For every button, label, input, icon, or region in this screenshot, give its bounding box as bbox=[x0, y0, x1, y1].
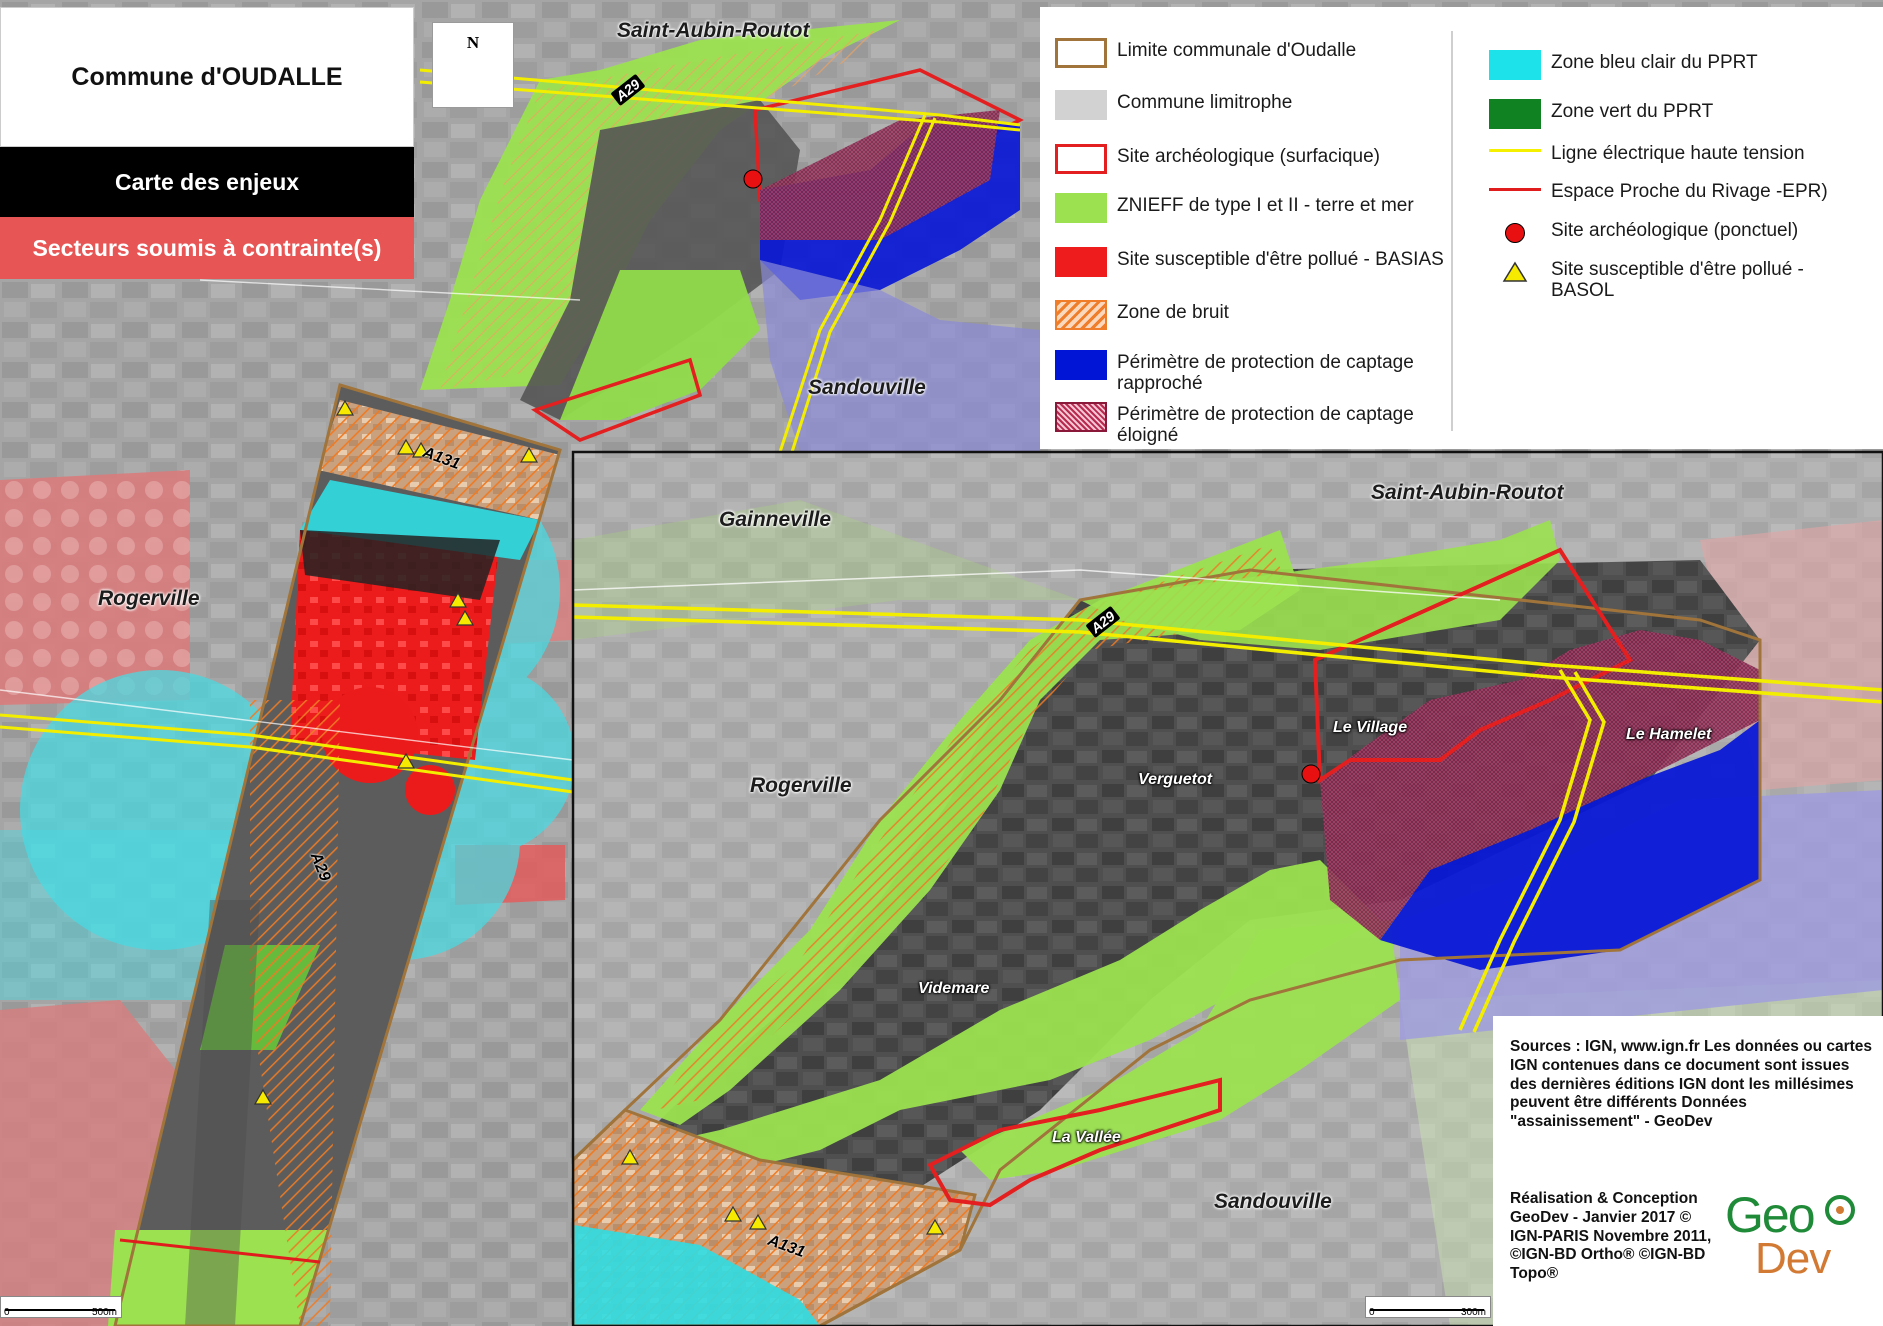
legend-swatch bbox=[1055, 402, 1107, 432]
legend-item-basias: Site susceptible d'être pollué - BASIAS bbox=[1055, 247, 1447, 277]
legend-swatch bbox=[1489, 257, 1541, 287]
scale-line bbox=[5, 1309, 115, 1311]
legend-swatch bbox=[1055, 300, 1107, 330]
legend-swatch bbox=[1489, 141, 1541, 161]
place-sandouville-inset: Sandouville bbox=[1214, 1190, 1332, 1213]
legend-swatch bbox=[1489, 179, 1541, 199]
realisation-text: Réalisation & Conception GeoDev - Janvie… bbox=[1510, 1190, 1712, 1283]
scale-bar-overview: 0 500m bbox=[0, 1296, 122, 1318]
legend-swatch bbox=[1489, 50, 1541, 80]
place-rogerville-overview: Rogerville bbox=[98, 587, 200, 610]
legend-item-pprt-vert: Zone vert du PPRT bbox=[1489, 99, 1851, 129]
subtitle-band: Secteurs soumis à contrainte(s) bbox=[0, 217, 414, 279]
legend-item-pprt-bleu: Zone bleu clair du PPRT bbox=[1489, 50, 1851, 80]
legend-swatch bbox=[1055, 90, 1107, 120]
place-gainneville: Gainneville bbox=[719, 508, 832, 531]
map-title: Carte des enjeux bbox=[114, 168, 300, 195]
legend-item-ligne-ht: Ligne électrique haute tension bbox=[1489, 141, 1851, 164]
legend-item-captage-eloigne: Périmètre de protection de captage éloig… bbox=[1055, 402, 1447, 446]
legend-swatch bbox=[1055, 193, 1107, 223]
legend-swatch bbox=[1055, 144, 1107, 174]
geodev-logo: Geo Dev bbox=[1725, 1184, 1875, 1294]
legend-item-site-archeo-surfacique: Site archéologique (surfacique) bbox=[1055, 144, 1447, 174]
warning-triangle-icon bbox=[1502, 261, 1528, 282]
archeo-point-icon bbox=[1505, 223, 1525, 243]
legend-item-archeo-ponctuel: Site archéologique (ponctuel) bbox=[1489, 218, 1851, 248]
map-subtitle: Secteurs soumis à contrainte(s) bbox=[32, 234, 382, 261]
legend-item-znieff: ZNIEFF de type I et II - terre et mer bbox=[1055, 193, 1447, 223]
hamlet-la-vallee: La Vallée bbox=[1052, 1129, 1121, 1146]
legend-swatch bbox=[1055, 350, 1107, 380]
legend-swatch bbox=[1489, 99, 1541, 129]
legend-divider bbox=[1451, 31, 1453, 431]
hamlet-le-hamelet: Le Hamelet bbox=[1626, 726, 1712, 743]
legend-item-commune-limitrophe: Commune limitrophe bbox=[1055, 90, 1447, 120]
legend-item-epr: Espace Proche du Rivage -EPR) bbox=[1489, 179, 1851, 202]
scale-bar-inset: 0 300m bbox=[1365, 1296, 1491, 1318]
title-box: Commune d'OUDALLE bbox=[0, 7, 414, 147]
hamlet-verguetot: Verguetot bbox=[1138, 771, 1213, 788]
scale-line bbox=[1370, 1309, 1484, 1311]
commune-title: Commune d'OUDALLE bbox=[71, 62, 343, 91]
legend-item-basol: Site susceptible d'être pollué - BASOL bbox=[1489, 257, 1851, 301]
logo-dev: Dev bbox=[1755, 1234, 1831, 1283]
place-rogerville-inset: Rogerville bbox=[750, 774, 852, 797]
legend: Limite communale d'Oudalle Commune limit… bbox=[1040, 7, 1883, 449]
legend-item-limite-communale: Limite communale d'Oudalle bbox=[1055, 38, 1447, 68]
north-arrow-box: N bbox=[432, 22, 514, 108]
sources-box: Sources : IGN, www.ign.fr Les données ou… bbox=[1493, 1016, 1883, 1326]
hamlet-videmare: Videmare bbox=[918, 980, 990, 997]
place-saint-aubin-overview: Saint-Aubin-Routot bbox=[617, 19, 810, 42]
logo-geo: Geo bbox=[1725, 1187, 1816, 1243]
hamlet-le-village: Le Village bbox=[1333, 719, 1408, 736]
map-title-band: Carte des enjeux bbox=[0, 147, 414, 217]
sources-text: Sources : IGN, www.ign.fr Les données ou… bbox=[1510, 1038, 1873, 1131]
legend-item-captage-rapproche: Périmètre de protection de captage rappr… bbox=[1055, 350, 1447, 394]
legend-swatch bbox=[1055, 38, 1107, 68]
legend-item-zone-bruit: Zone de bruit bbox=[1055, 300, 1447, 330]
place-saint-aubin-inset: Saint-Aubin-Routot bbox=[1371, 481, 1564, 504]
legend-swatch bbox=[1489, 218, 1541, 248]
north-arrow-letter: N bbox=[466, 33, 480, 52]
place-sandouville-overview: Sandouville bbox=[808, 376, 926, 399]
legend-swatch bbox=[1055, 247, 1107, 277]
gear-icon bbox=[1825, 1195, 1855, 1225]
